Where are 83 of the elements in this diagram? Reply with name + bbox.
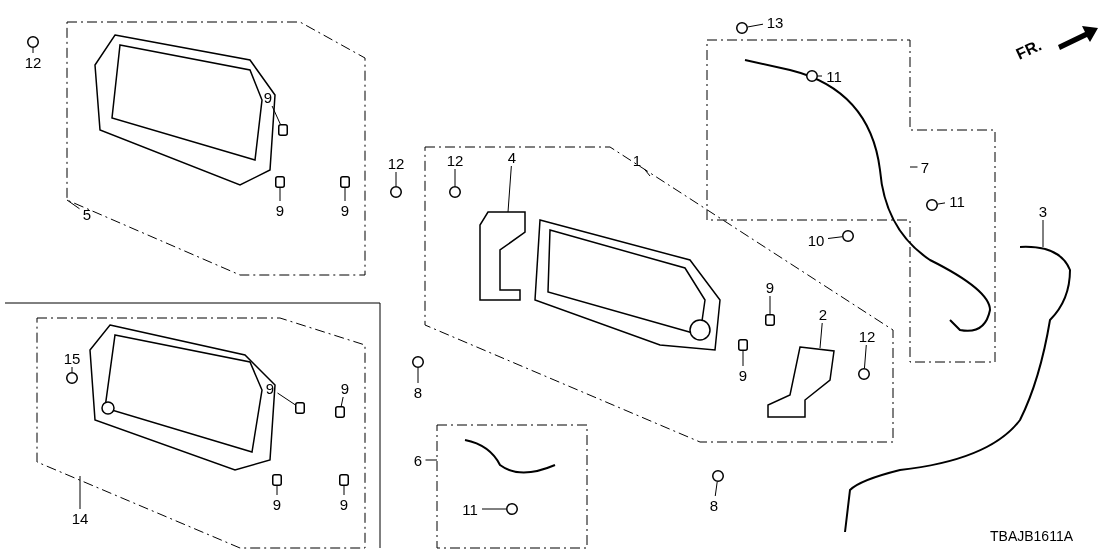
callout-number: 12 [855, 327, 879, 345]
callout-number: 6 [410, 451, 426, 469]
leader-line [271, 105, 281, 125]
leader-line [454, 168, 456, 187]
callout-number: 8 [410, 383, 426, 401]
clip [335, 406, 345, 418]
callout-number: 11 [822, 67, 846, 85]
leader-line [507, 165, 512, 213]
callout-number: 9 [336, 495, 352, 513]
leader-line [769, 295, 771, 315]
clip [278, 124, 288, 136]
diagram-code: TBAJB1611A [990, 527, 1073, 546]
bolt-head [736, 22, 748, 34]
leader-line [1042, 219, 1044, 248]
leader-line [714, 481, 718, 497]
leader-line [937, 202, 946, 205]
bolt-head [926, 199, 938, 211]
clip [272, 474, 282, 486]
callout-number: 5 [79, 205, 95, 223]
leader-line [66, 199, 80, 210]
clip [765, 314, 775, 326]
callout-number: 15 [60, 349, 84, 367]
clip [275, 176, 285, 188]
leader-line [817, 75, 823, 77]
cable-drawing [844, 245, 1071, 533]
clip [738, 339, 748, 351]
callout-number: 8 [706, 496, 722, 514]
leader-line [643, 168, 651, 177]
callout-number: 14 [68, 509, 92, 527]
bolt-head [449, 186, 461, 198]
callout-number: 10 [804, 231, 828, 249]
callout-number: 12 [443, 151, 467, 169]
bracket-drawing [767, 346, 835, 418]
bolt-head [806, 70, 818, 82]
leader-line [909, 166, 918, 168]
leader-line [747, 23, 764, 28]
leader-line [344, 187, 346, 202]
callout-number: 11 [458, 500, 482, 518]
bolt-head [412, 356, 424, 368]
callout-number: 11 [945, 192, 969, 210]
callout-number: 9 [735, 366, 751, 384]
leader-line [395, 171, 397, 187]
clip [339, 474, 349, 486]
leader-line [425, 459, 438, 461]
clip [295, 402, 305, 414]
front-direction-label: FR. [1012, 35, 1045, 65]
callout-number: 3 [1035, 202, 1051, 220]
callout-number: 9 [762, 278, 778, 296]
bolt-head [506, 503, 518, 515]
leader-line [343, 485, 345, 496]
callout-number: 9 [269, 495, 285, 513]
leader-line [277, 392, 296, 406]
leader-line [417, 367, 419, 384]
callout-number: 2 [815, 305, 831, 323]
bolt-head [842, 230, 854, 242]
bolt-head [66, 372, 78, 384]
callout-number: 9 [337, 201, 353, 219]
leader-line [481, 508, 507, 510]
leader-line [827, 236, 843, 239]
callout-number: 1 [629, 151, 645, 169]
bolt-head [27, 36, 39, 48]
leader-line [742, 350, 744, 367]
leader-line [79, 475, 81, 510]
leader-line [819, 322, 823, 349]
callout-number: 4 [504, 148, 520, 166]
leader-line [279, 187, 281, 202]
clip [340, 176, 350, 188]
leader-line [32, 47, 34, 54]
leader-line [340, 396, 344, 407]
callout-number: 7 [917, 158, 933, 176]
bolt-head [712, 470, 724, 482]
callout-number: 9 [262, 379, 278, 397]
leader-line [863, 344, 867, 369]
bracket-drawing [479, 211, 526, 301]
callout-number: 12 [21, 53, 45, 71]
leader-line [276, 485, 278, 496]
callout-number: 9 [272, 201, 288, 219]
callout-number: 9 [337, 379, 353, 397]
callout-number: 9 [260, 88, 276, 106]
bolt-head [390, 186, 402, 198]
leader-line [71, 366, 73, 373]
callout-number: 12 [384, 154, 408, 172]
callout-number: 13 [763, 13, 787, 31]
